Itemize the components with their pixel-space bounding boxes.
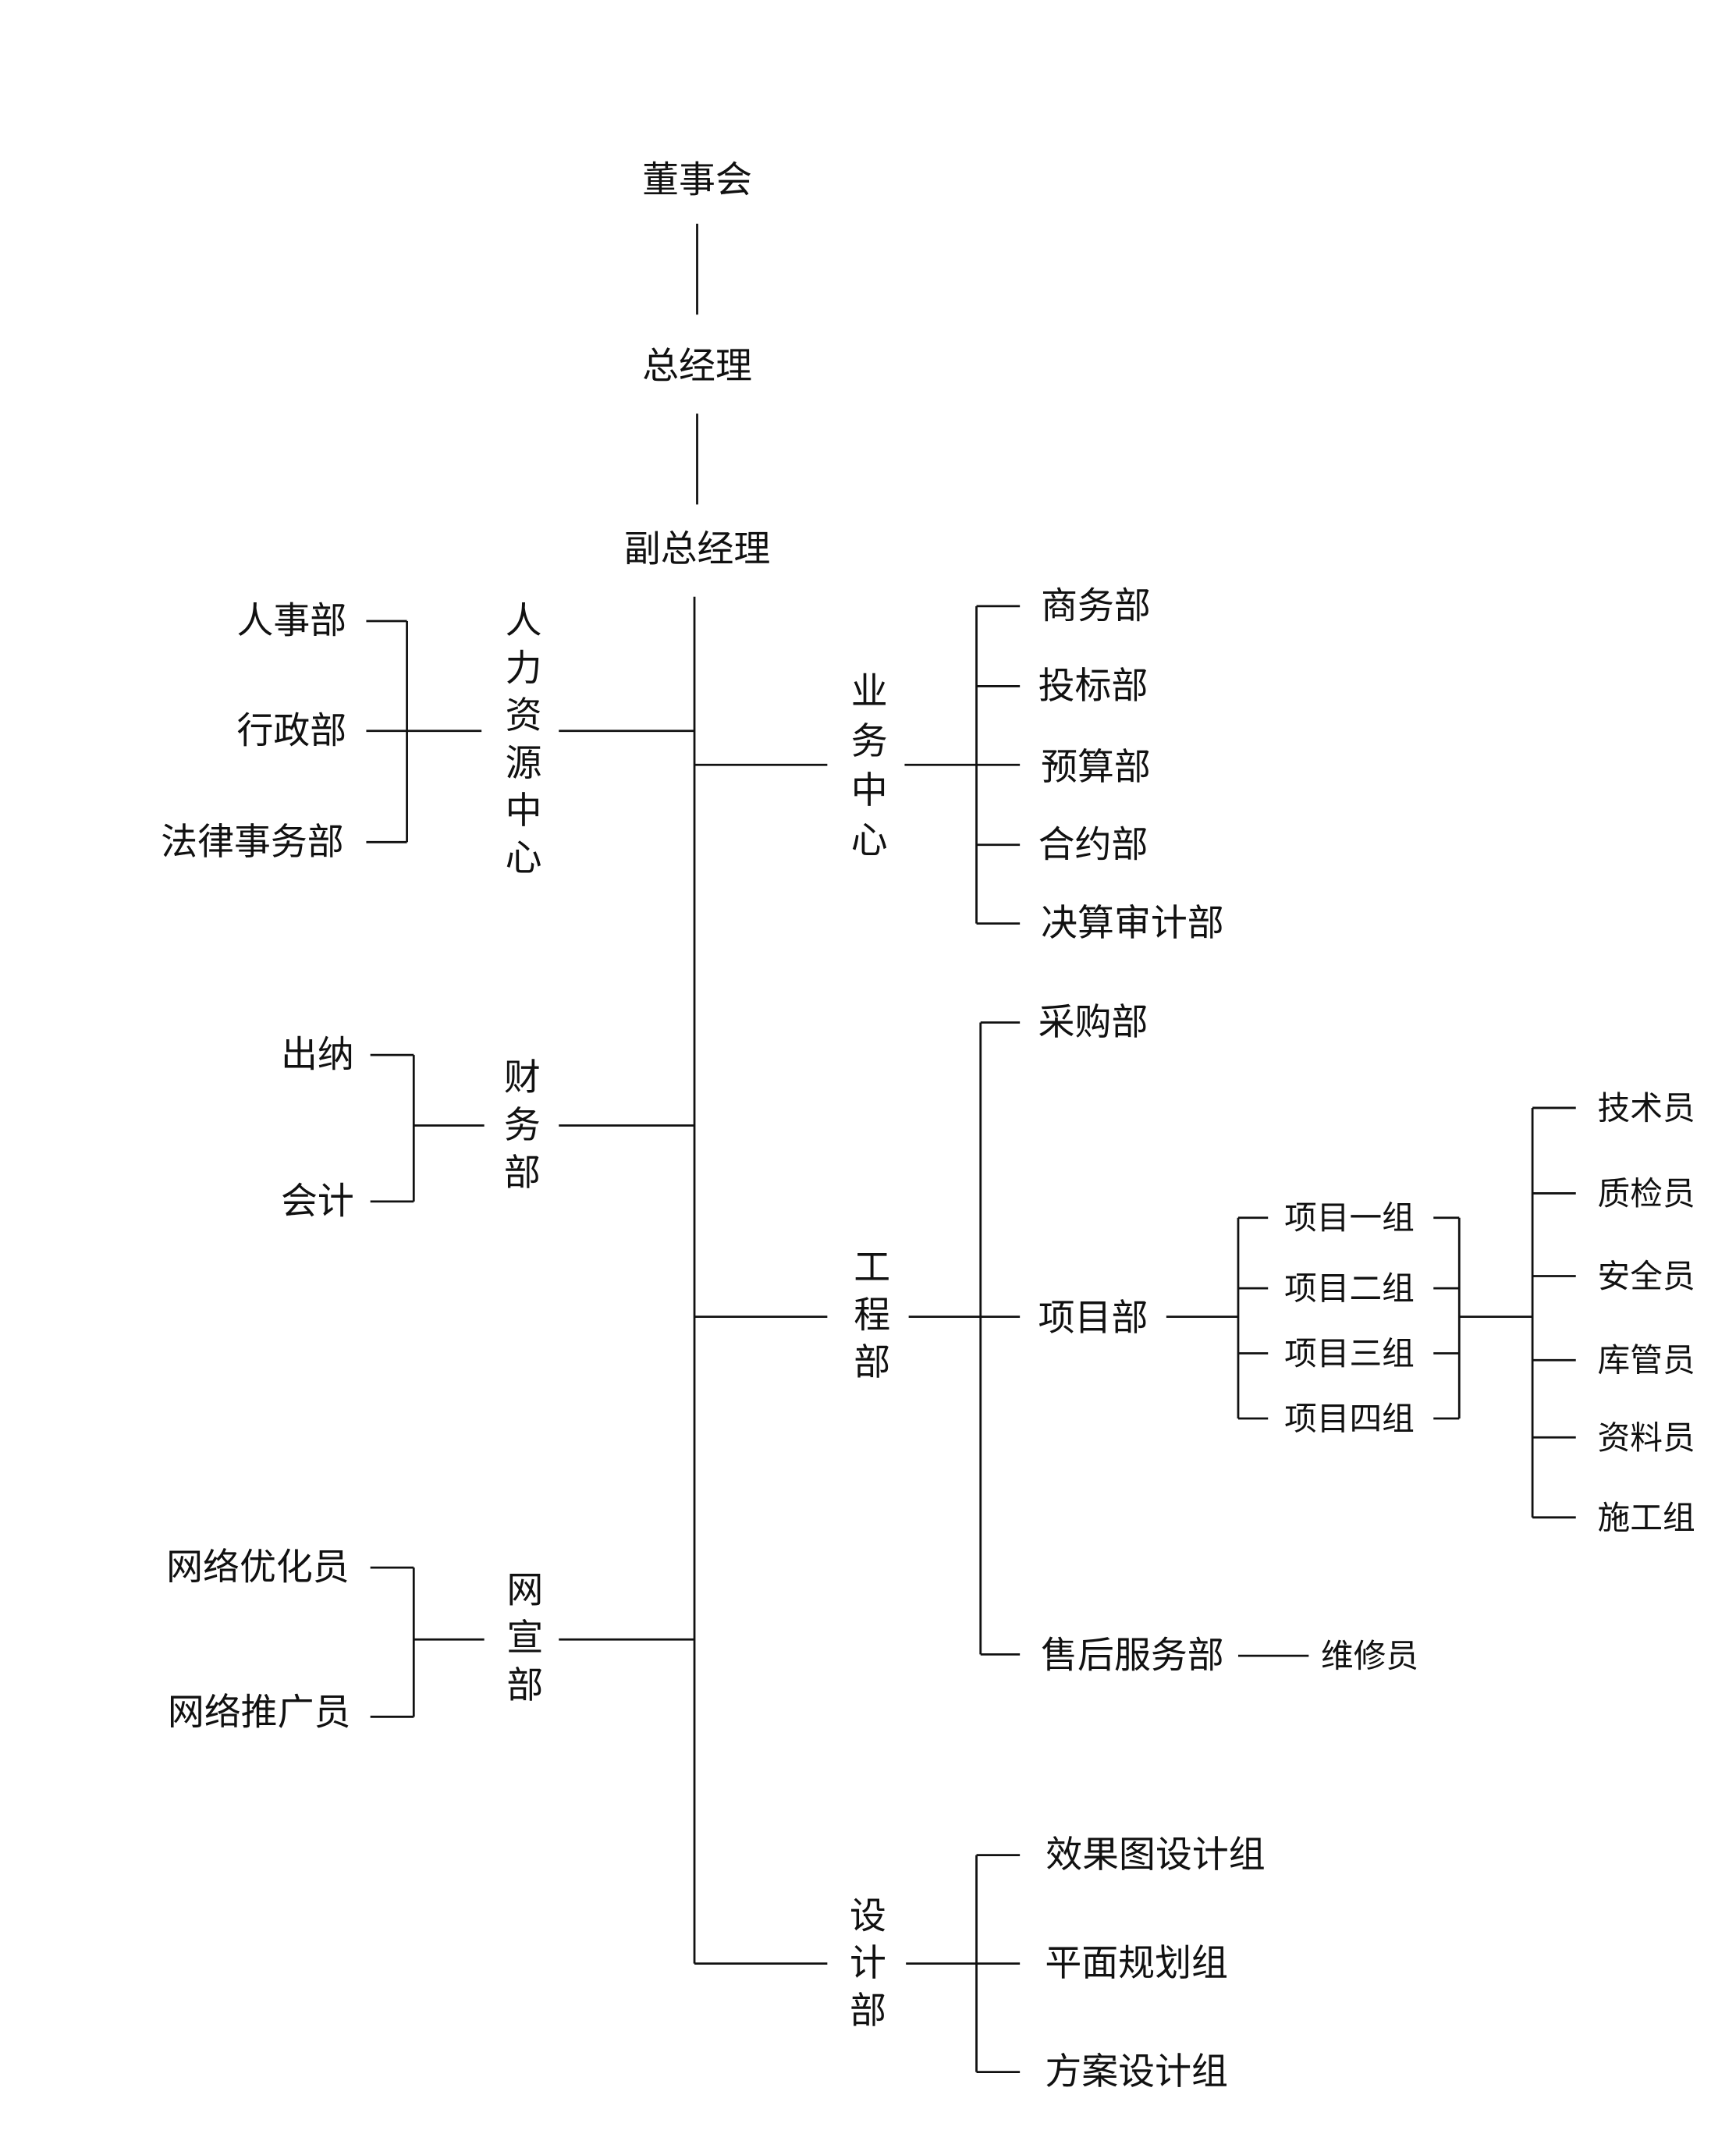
finance-title-char: 财 (504, 1056, 541, 1099)
design-title-char: 部 (850, 1990, 886, 2033)
finance-title-char: 务 (504, 1104, 541, 1147)
node-hr-dept: 人事部 (236, 600, 346, 643)
business-title-char: 中 (851, 769, 888, 812)
node-general-manager: 总经理 (642, 345, 752, 388)
engineering-title-char: 部 (854, 1341, 890, 1384)
business-title-char: 务 (851, 720, 888, 763)
node-cashier: 出纳 (281, 1034, 354, 1077)
finance-title-char: 部 (504, 1152, 541, 1195)
hr-title-char: 心 (506, 837, 542, 880)
node-contract-dept: 合约部 (1038, 823, 1148, 866)
node-quality-inspector: 质检员 (1598, 1174, 1695, 1212)
node-project-group-3: 项目三组 (1284, 1334, 1415, 1372)
network-title-char: 部 (506, 1664, 543, 1707)
network-title-char: 宣 (506, 1617, 543, 1660)
node-technician: 技术员 (1598, 1088, 1695, 1127)
engineering-title-char: 程 (854, 1294, 890, 1337)
node-accountant: 会计 (281, 1180, 354, 1223)
node-commerce-dept: 商务部 (1041, 584, 1151, 627)
network-title-char: 网 (506, 1569, 543, 1612)
node-vice-general-manager: 副总经理 (624, 527, 771, 570)
node-document-clerk: 资料员 (1598, 1418, 1695, 1457)
design-dept: 设 计 部 效果图设计组 平面规划组 方案设计组 (694, 1834, 1266, 2093)
hr-title-char: 人 (506, 600, 542, 643)
hr-center: 人 力 资 源 中 心 人事部 行政部 法律事务部 (161, 600, 695, 880)
node-board: 董事会 (642, 159, 752, 202)
network-dept: 网 宣 部 网络优化员 网络推广员 (166, 1546, 695, 1734)
business-center: 业 务 中 心 商务部 投标部 预算部 合约部 决算审计部 (694, 584, 1224, 945)
node-project-group-2: 项目二组 (1284, 1269, 1415, 1308)
node-project-dept: 项目部 (1038, 1297, 1148, 1340)
node-seo-specialist: 网络优化员 (166, 1546, 350, 1589)
node-budget-dept: 预算部 (1041, 746, 1151, 789)
node-project-group-4: 项目四组 (1284, 1399, 1415, 1437)
hr-title-char: 力 (506, 647, 542, 690)
node-repairman: 维修员 (1321, 1637, 1418, 1675)
hr-title-char: 中 (506, 790, 542, 833)
hr-title-char: 源 (506, 742, 542, 785)
design-title-char: 计 (850, 1942, 886, 1985)
engineering-title-char: 工 (854, 1247, 890, 1290)
finance-dept: 财 务 部 出纳 会计 (281, 1034, 695, 1223)
node-warehouse-keeper: 库管员 (1598, 1341, 1695, 1379)
hr-title-char: 资 (506, 694, 542, 737)
business-title-char: 心 (851, 819, 888, 862)
node-rendering-group: 效果图设计组 (1046, 1834, 1265, 1876)
business-title-char: 业 (851, 670, 888, 713)
node-construction-team: 施工组 (1598, 1498, 1695, 1536)
node-legal-dept: 法律事务部 (161, 821, 344, 864)
node-bidding-dept: 投标部 (1038, 665, 1148, 708)
node-purchasing-dept: 采购部 (1038, 1001, 1148, 1044)
node-layout-group: 平面规划组 (1045, 1942, 1228, 1985)
engineering-dept: 工 程 部 采购部 项目部 售后服务部 维修员 项目一组 项目二组 项目三组 项… (694, 1001, 1695, 1678)
node-scheme-group: 方案设计组 (1045, 2050, 1228, 2093)
node-safety-officer: 安全员 (1598, 1257, 1695, 1295)
node-audit-dept: 决算审计部 (1041, 902, 1224, 945)
node-admin-dept: 行政部 (236, 709, 346, 752)
design-title-char: 设 (850, 1894, 886, 1937)
node-promotion-specialist: 网络推广员 (168, 1692, 351, 1734)
node-after-sales-dept: 售后服务部 (1041, 1635, 1224, 1678)
node-project-group-1: 项目一组 (1284, 1198, 1415, 1237)
